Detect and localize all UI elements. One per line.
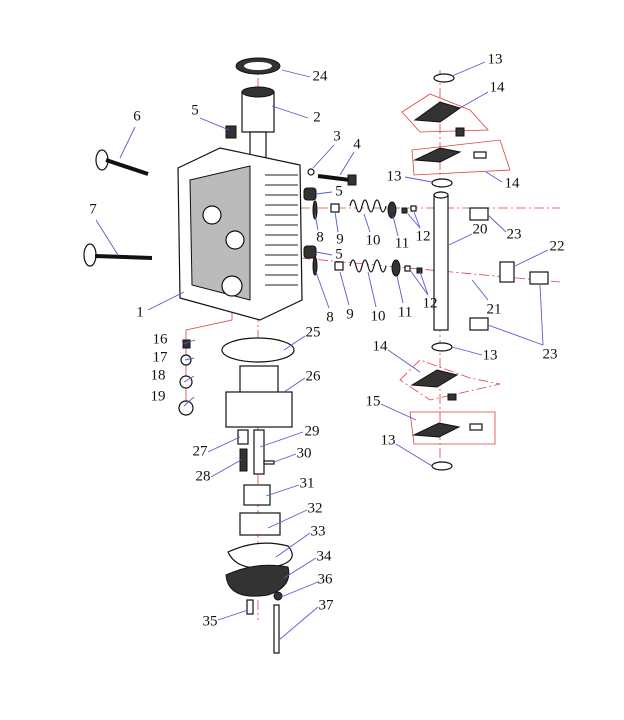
callout-26: 26 (306, 368, 322, 384)
bolt (307, 168, 357, 186)
callout-14: 14 (490, 79, 506, 95)
callout-10: 10 (366, 232, 381, 248)
callout-4: 4 (353, 136, 361, 152)
callout-25: 25 (306, 324, 321, 340)
callout-1: 1 (136, 304, 144, 320)
callout-24: 24 (313, 68, 329, 84)
callout-8: 8 (316, 229, 324, 245)
callout-2: 2 (313, 109, 321, 125)
callout-27: 27 (193, 443, 209, 459)
callout-36: 36 (318, 571, 334, 587)
callout-11: 11 (395, 235, 409, 251)
callout-29: 29 (305, 423, 320, 439)
callout-12: 12 (423, 295, 438, 311)
callout-31: 31 (300, 475, 315, 491)
callout-16: 16 (153, 331, 169, 347)
callout-9: 9 (336, 231, 344, 247)
callout-9: 9 (346, 306, 354, 322)
camshaft (241, 86, 275, 163)
callout-6: 6 (133, 108, 141, 124)
callout-21: 21 (487, 301, 502, 317)
flange-bolts (469, 207, 549, 331)
callout-11: 11 (398, 304, 412, 320)
callout-5: 5 (335, 183, 343, 199)
callout-17: 17 (153, 349, 169, 365)
callout-20: 20 (473, 221, 488, 237)
rocker-shaft (433, 191, 449, 331)
callout-19: 19 (151, 388, 166, 404)
callout-labels: 24 2 5 6 3 4 5 7 8 9 10 11 12 13 13 14 1… (89, 51, 564, 629)
callout-5: 5 (191, 102, 199, 118)
callout-7: 7 (89, 201, 97, 217)
washers (431, 73, 455, 471)
exhaust-valve (95, 149, 149, 176)
callout-15: 15 (366, 393, 381, 409)
oil-pump (221, 337, 295, 654)
callout-33: 33 (311, 523, 326, 539)
callout-30: 30 (297, 445, 312, 461)
callout-34: 34 (317, 548, 333, 564)
callout-32: 32 (308, 500, 323, 516)
callout-12: 12 (416, 228, 431, 244)
callout-14: 14 (505, 175, 521, 191)
callout-18: 18 (151, 367, 166, 383)
oil-seal (235, 57, 281, 75)
callout-35: 35 (203, 613, 218, 629)
callout-3: 3 (333, 128, 341, 144)
callout-8: 8 (326, 309, 334, 325)
callout-10: 10 (371, 308, 386, 324)
callout-13: 13 (483, 347, 498, 363)
callout-13: 13 (381, 432, 396, 448)
intake-valve (83, 243, 153, 267)
callout-23: 23 (543, 346, 558, 362)
cylinder-head (177, 125, 303, 321)
callout-5: 5 (335, 246, 343, 262)
callout-22: 22 (550, 238, 565, 254)
valve-train-upper (303, 187, 417, 220)
callout-13: 13 (488, 51, 503, 67)
callout-37: 37 (319, 597, 335, 613)
plug-parts (178, 339, 194, 416)
callout-28: 28 (196, 468, 211, 484)
bracket (499, 261, 515, 283)
leader-lines (95, 61, 549, 641)
callout-14: 14 (373, 338, 389, 354)
rocker-arms (410, 101, 487, 438)
callout-13: 13 (387, 168, 402, 184)
callout-23: 23 (507, 226, 522, 242)
